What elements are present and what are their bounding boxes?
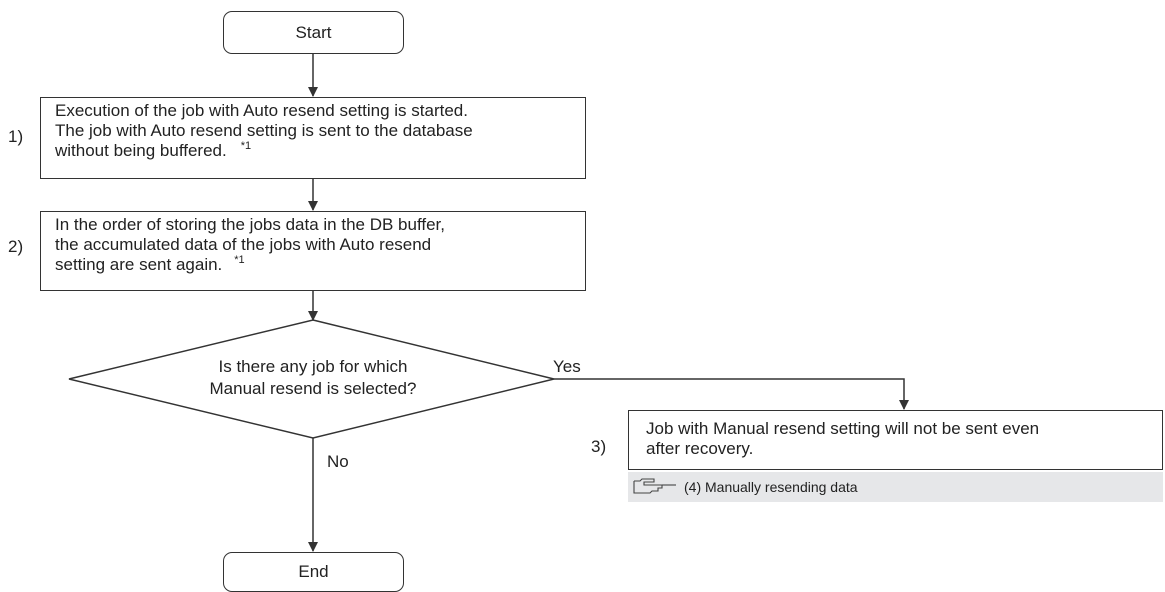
no-label: No	[327, 452, 349, 471]
step1-number: 1)	[8, 127, 24, 146]
step3-number: 3)	[591, 437, 607, 456]
end-terminal: End	[223, 552, 404, 592]
step2-footnote-mark: *1	[234, 254, 245, 267]
decision-line1: Is there any job for which	[218, 357, 408, 376]
arrow-yes-branch	[554, 378, 909, 410]
step2-line2: the accumulated data of the jobs with Au…	[55, 235, 432, 254]
decision-line2: Manual resend is selected?	[209, 379, 417, 398]
start-terminal: Start	[223, 11, 404, 54]
step1-footnote-mark: *1	[240, 140, 252, 153]
step3-line1: Job with Manual resend setting will not …	[646, 419, 1040, 438]
step1-line3: without being buffered.	[55, 141, 227, 160]
step3-line2: after recovery.	[646, 439, 754, 458]
reference-link[interactable]: (4) Manually resending data	[628, 472, 1163, 502]
end-label: End	[298, 562, 329, 581]
pointing-hand-icon	[632, 477, 682, 497]
step2-line1: In the order of storing the jobs data in…	[55, 215, 445, 234]
step2-box: In the order of storing the jobs data in…	[40, 211, 586, 291]
decision-text: Is there any job for which Manual resend…	[163, 356, 463, 400]
start-label: Start	[295, 22, 332, 42]
step1-box: Execution of the job with Auto resend se…	[40, 97, 586, 179]
yes-label: Yes	[553, 357, 581, 376]
reference-text: (4) Manually resending data	[684, 479, 858, 495]
step1-line2: The job with Auto resend setting is sent…	[55, 121, 473, 140]
step3-box: Job with Manual resend setting will not …	[628, 410, 1163, 470]
step2-number: 2)	[8, 237, 24, 256]
step2-line3: setting are sent again.	[55, 255, 223, 274]
step1-line1: Execution of the job with Auto resend se…	[55, 101, 468, 120]
